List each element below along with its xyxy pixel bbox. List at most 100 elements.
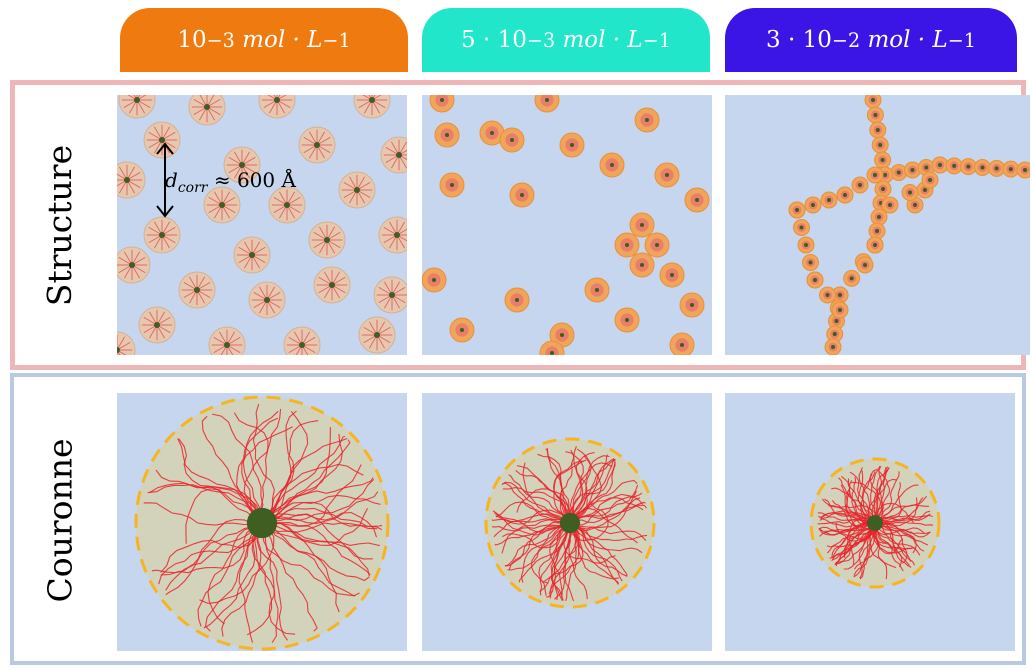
micelle: [921, 171, 939, 189]
tab-unit-exponent: −1: [322, 28, 351, 52]
tab-unit: mol · L: [867, 27, 948, 53]
corona-panel-dilute: [117, 393, 407, 651]
micelle-core: [867, 515, 883, 531]
micelle: [188, 95, 226, 126]
micelle: [826, 325, 844, 343]
micelle: [1016, 161, 1030, 179]
micelle: [904, 161, 921, 179]
micelle: [422, 267, 447, 293]
corona-row-label: Couronne: [30, 377, 90, 663]
micelle: [684, 187, 710, 213]
micelle: [959, 158, 977, 176]
micelle: [298, 126, 336, 164]
corona-label-text: Couronne: [40, 437, 80, 603]
tab-unit: mol · L: [562, 27, 643, 53]
micelle: [856, 256, 874, 274]
micelle: [851, 176, 869, 194]
micelle: [654, 162, 680, 188]
corona-boundary: [484, 437, 656, 609]
micelle: [669, 332, 695, 355]
concentration-tab-1: 10−3 mol · L−1: [120, 8, 408, 72]
micelle: [449, 317, 475, 343]
micelle: [599, 152, 625, 178]
micelle: [559, 132, 585, 158]
structure-panel-concentrated: [725, 95, 1030, 355]
micelle: [797, 236, 815, 254]
micelle: [804, 196, 822, 214]
micelle: [429, 95, 455, 113]
micelle: [874, 180, 892, 198]
dcorr-annotation: dcorr ≈ 600 Å: [165, 168, 296, 196]
micelle: [806, 271, 824, 289]
micelle: [1002, 160, 1020, 178]
micelle: [793, 219, 810, 236]
micelle: [584, 277, 610, 303]
micelle: [353, 95, 391, 119]
micelle: [479, 120, 505, 146]
micelle-field-dilute: [117, 95, 407, 355]
micelle: [901, 184, 919, 201]
micelle: [233, 236, 271, 274]
micelle: [203, 186, 241, 224]
dcorr-arrow: [156, 142, 174, 218]
concentration-tab-2: 5 · 10−3 mol · L−1: [422, 8, 710, 72]
micelle: [208, 326, 246, 355]
tab-unit: mol · L: [242, 27, 323, 53]
micelle-core: [559, 512, 581, 534]
micelle: [434, 122, 460, 148]
micelle: [509, 182, 535, 208]
micelle: [614, 232, 640, 258]
micelle: [268, 186, 306, 224]
structure-panel-medium: [422, 95, 712, 355]
micelle: [143, 121, 181, 159]
corona-boundary: [809, 457, 941, 589]
micelle: [143, 216, 181, 254]
micelle: [843, 269, 861, 287]
micelle: [945, 157, 963, 175]
tab-exponent: −2: [831, 28, 861, 52]
corona-large: [134, 395, 390, 651]
micelle: [831, 286, 849, 304]
micelle-field-medium: [422, 95, 710, 355]
tab-exponent: −3: [526, 28, 556, 52]
micelle: [358, 316, 396, 354]
micelle: [866, 166, 884, 184]
micelle: [864, 95, 882, 109]
micelle: [890, 164, 908, 181]
micelle: [871, 136, 889, 154]
micelle: [439, 172, 465, 198]
structure-panel-dilute: [117, 95, 407, 355]
micelle: [223, 146, 261, 184]
micelle: [931, 156, 949, 174]
micelle: [629, 212, 655, 238]
structure-label-text: Structure: [40, 144, 80, 306]
micelle: [866, 106, 884, 124]
micelle: [373, 276, 407, 314]
micelle: [614, 307, 640, 333]
micelle: [869, 121, 887, 139]
concentration-tab-3: 3 · 10−2 mol · L−1: [725, 8, 1017, 72]
tab-exponent: −3: [206, 28, 235, 52]
micelle: [819, 286, 836, 304]
corona-panel-medium: [422, 393, 712, 651]
micelle: [248, 281, 286, 319]
micelle: [308, 221, 346, 259]
micelle: [679, 292, 705, 318]
dcorr-value: ≈ 600 Å: [213, 168, 296, 192]
micelle: [117, 246, 151, 284]
micelle: [118, 95, 156, 119]
micelle: [802, 254, 819, 271]
micelle: [338, 171, 376, 209]
dcorr-subscript: corr: [177, 180, 208, 196]
micelle: [866, 236, 884, 254]
corona-medium: [484, 437, 656, 609]
micelle: [634, 107, 660, 133]
micelle: [788, 201, 806, 219]
micelle: [868, 222, 886, 240]
micelle: [831, 301, 849, 319]
corona-row-frame: [10, 373, 1026, 665]
micelle: [881, 196, 899, 214]
micelle: [820, 191, 838, 209]
micelle: [178, 271, 216, 309]
corona-boundary: [134, 395, 390, 651]
